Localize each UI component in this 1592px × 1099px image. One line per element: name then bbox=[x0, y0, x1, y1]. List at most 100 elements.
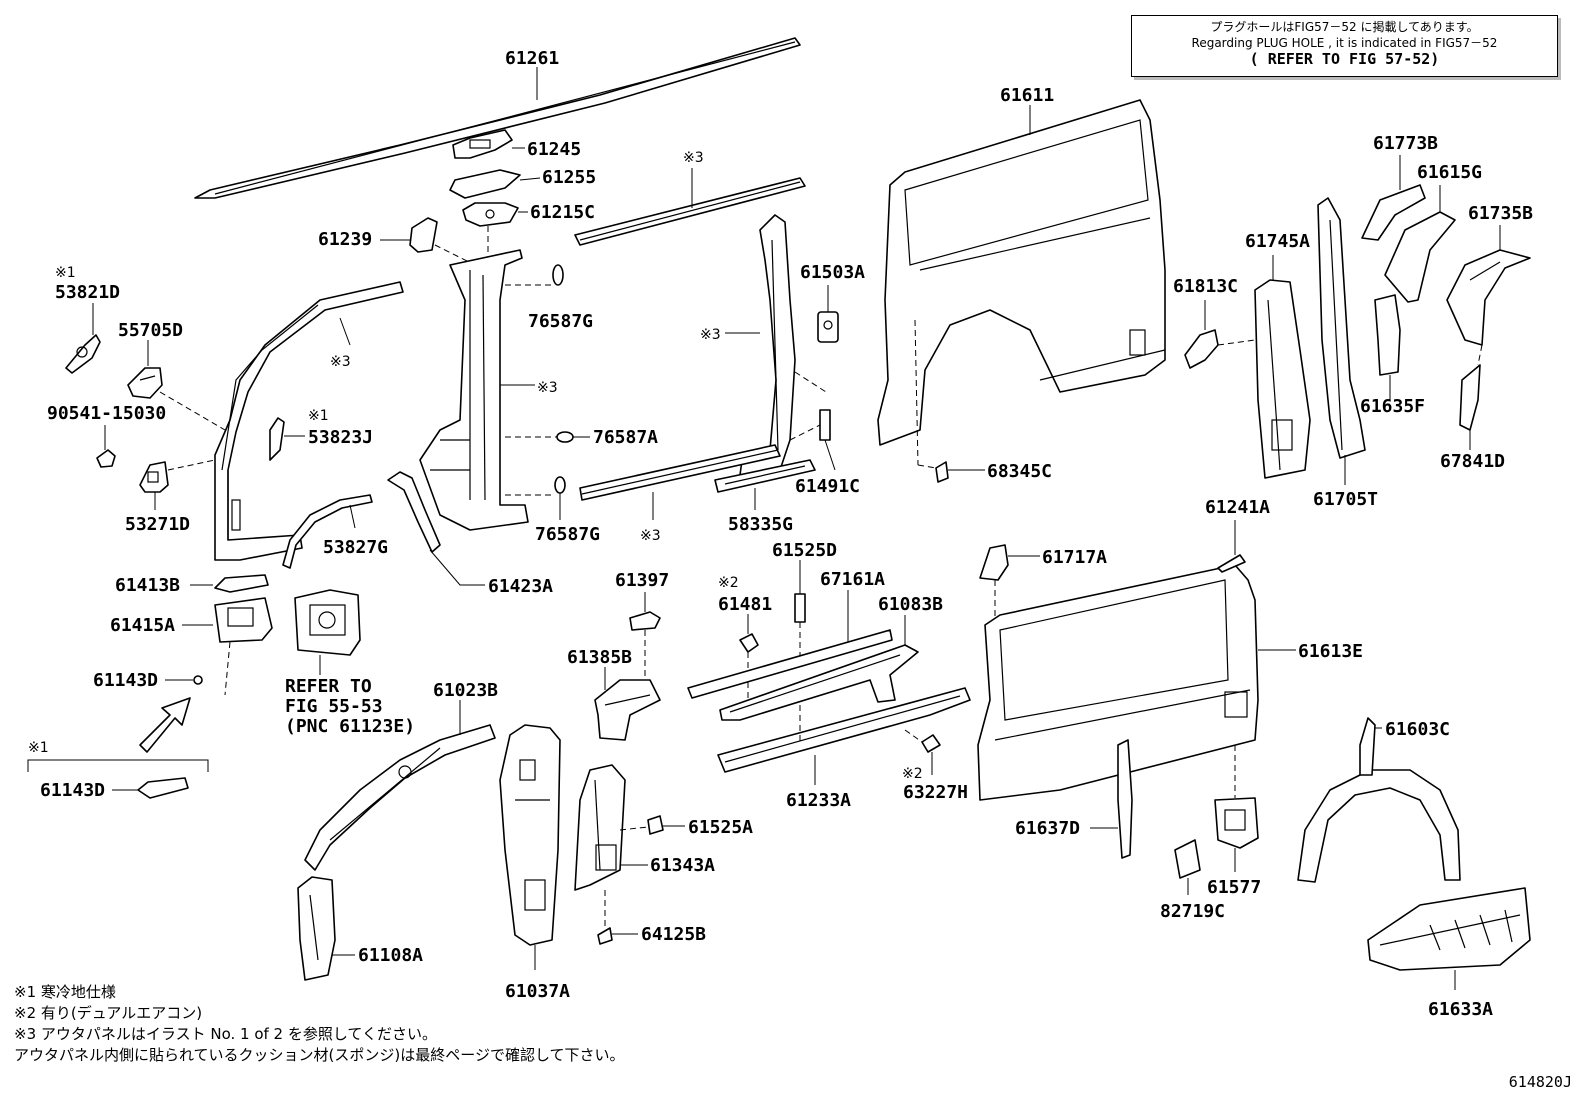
label-61603C[interactable]: 61603C bbox=[1385, 719, 1450, 740]
label-61503A[interactable]: 61503A bbox=[800, 262, 865, 283]
label-61525A[interactable]: 61525A bbox=[688, 817, 753, 838]
label-67161A[interactable]: 67161A bbox=[820, 569, 885, 590]
part-61385B-shape bbox=[594, 679, 661, 741]
label-61525D[interactable]: 61525D bbox=[772, 540, 837, 561]
label-61143D-alt[interactable]: 61143D bbox=[40, 780, 105, 801]
plug-76587G-top bbox=[552, 264, 564, 286]
part-67161A-shape bbox=[687, 629, 893, 699]
label-76587G-bottom[interactable]: 76587G bbox=[535, 524, 600, 545]
label-61637D[interactable]: 61637D bbox=[1015, 818, 1080, 839]
mark-1-53821D: ※1 bbox=[55, 265, 76, 281]
label-61397[interactable]: 61397 bbox=[615, 570, 669, 591]
plug-76587G-bottom bbox=[554, 476, 566, 494]
label-61633A[interactable]: 61633A bbox=[1428, 999, 1493, 1020]
label-61735B[interactable]: 61735B bbox=[1468, 203, 1533, 224]
label-61611[interactable]: 61611 bbox=[1000, 85, 1054, 106]
label-76587A[interactable]: 76587A bbox=[593, 427, 658, 448]
part-82719C-shape bbox=[1174, 839, 1201, 879]
label-61233A[interactable]: 61233A bbox=[786, 790, 851, 811]
refer-line-3: (PNC 61123E) bbox=[285, 716, 415, 737]
plug-76587A bbox=[556, 431, 574, 443]
part-53823J-shape bbox=[269, 417, 285, 461]
label-90541-15030[interactable]: 90541-15030 bbox=[47, 403, 166, 424]
part-61633A-floor-shape bbox=[1367, 887, 1531, 971]
label-61239[interactable]: 61239 bbox=[318, 229, 372, 250]
label-53823J[interactable]: 53823J bbox=[308, 427, 373, 448]
label-61037A[interactable]: 61037A bbox=[505, 981, 570, 1002]
label-63227H[interactable]: 63227H bbox=[903, 782, 968, 803]
mark-3-front: ※3 bbox=[330, 354, 351, 370]
label-61717A[interactable]: 61717A bbox=[1042, 547, 1107, 568]
label-61613E[interactable]: 61613E bbox=[1298, 641, 1363, 662]
label-53271D[interactable]: 53271D bbox=[125, 514, 190, 535]
part-61637D-shape bbox=[1117, 739, 1133, 859]
label-61745A[interactable]: 61745A bbox=[1245, 231, 1310, 252]
label-61023B[interactable]: 61023B bbox=[433, 680, 498, 701]
label-58335G[interactable]: 58335G bbox=[728, 514, 793, 535]
rocker-panel-shape bbox=[579, 444, 781, 501]
part-61481-shape bbox=[739, 633, 759, 653]
label-67841D[interactable]: 67841D bbox=[1440, 451, 1505, 472]
label-61083B[interactable]: 61083B bbox=[878, 594, 943, 615]
label-61615G[interactable]: 61615G bbox=[1417, 162, 1482, 183]
part-61241A-shape bbox=[1217, 554, 1246, 573]
part-90541-15030-shape bbox=[96, 449, 116, 468]
part-61215C-shape bbox=[462, 202, 519, 227]
part-61413B-shape bbox=[214, 574, 269, 593]
label-61108A[interactable]: 61108A bbox=[358, 945, 423, 966]
footnote-4: アウタパネル内側に貼られているクッション材(スポンジ)は最終ページで確認して下さ… bbox=[14, 1046, 625, 1064]
label-61491C[interactable]: 61491C bbox=[795, 476, 860, 497]
refer-line-2[interactable]: FIG 55-53 bbox=[285, 696, 383, 717]
label-61343A[interactable]: 61343A bbox=[650, 855, 715, 876]
part-61813C-shape bbox=[1184, 329, 1219, 369]
center-pillar-shape bbox=[419, 249, 529, 531]
part-61233A-shape bbox=[717, 687, 971, 773]
part-64125B-shape bbox=[597, 927, 613, 945]
label-64125B[interactable]: 64125B bbox=[641, 924, 706, 945]
part-61491C-shape bbox=[819, 409, 831, 441]
label-61413B[interactable]: 61413B bbox=[115, 575, 180, 596]
label-61415A[interactable]: 61415A bbox=[110, 615, 175, 636]
label-61705T[interactable]: 61705T bbox=[1313, 489, 1378, 510]
label-53827G[interactable]: 53827G bbox=[323, 537, 388, 558]
label-61245[interactable]: 61245 bbox=[527, 139, 581, 160]
plug-hole-notice: プラグホールはFIG57－52 に掲載してあります。 Regarding PLU… bbox=[1131, 15, 1558, 77]
label-53821D[interactable]: 53821D bbox=[55, 282, 120, 303]
part-61245-shape bbox=[452, 129, 513, 159]
mark-3-upper-rail: ※3 bbox=[683, 150, 704, 166]
upper-rail-shape bbox=[574, 177, 806, 246]
label-61143D-main[interactable]: 61143D bbox=[93, 670, 158, 691]
label-82719C[interactable]: 82719C bbox=[1160, 901, 1225, 922]
label-68345C[interactable]: 68345C bbox=[987, 461, 1052, 482]
label-61481[interactable]: 61481 bbox=[718, 594, 772, 615]
label-61773B[interactable]: 61773B bbox=[1373, 133, 1438, 154]
part-61023B-shape bbox=[304, 724, 496, 871]
part-61143D-clip bbox=[193, 675, 203, 685]
part-61108A-shape bbox=[297, 876, 336, 981]
label-61241A[interactable]: 61241A bbox=[1205, 497, 1270, 518]
direction-arrow-icon bbox=[139, 697, 191, 753]
label-61423A[interactable]: 61423A bbox=[488, 576, 553, 597]
part-61343A-shape bbox=[574, 764, 626, 891]
mark-3-rear-pillar: ※3 bbox=[700, 327, 721, 343]
footnote-1: ※1 寒冷地仕様 bbox=[14, 983, 116, 1001]
part-61261-shape bbox=[194, 37, 801, 199]
part-61525A-shape bbox=[647, 815, 664, 835]
mark-1-53823J: ※1 bbox=[308, 408, 329, 424]
label-61385B[interactable]: 61385B bbox=[567, 647, 632, 668]
label-61215C[interactable]: 61215C bbox=[530, 202, 595, 223]
label-61577[interactable]: 61577 bbox=[1207, 877, 1261, 898]
part-61745A-shape bbox=[1254, 279, 1311, 479]
mark-2-63227H: ※2 bbox=[902, 766, 923, 782]
label-61261[interactable]: 61261 bbox=[505, 48, 559, 69]
label-61813C[interactable]: 61813C bbox=[1173, 276, 1238, 297]
part-61415A-shape bbox=[214, 597, 273, 643]
label-76587G-top[interactable]: 76587G bbox=[528, 311, 593, 332]
mark-3-pillar: ※3 bbox=[537, 380, 558, 396]
label-61255[interactable]: 61255 bbox=[542, 167, 596, 188]
label-61635F[interactable]: 61635F bbox=[1360, 396, 1425, 417]
label-55705D[interactable]: 55705D bbox=[118, 320, 183, 341]
part-61525D-shape bbox=[794, 593, 806, 623]
part-61397-shape bbox=[629, 611, 661, 631]
notice-reference[interactable]: ( REFER TO FIG 57-52) bbox=[1249, 50, 1440, 68]
